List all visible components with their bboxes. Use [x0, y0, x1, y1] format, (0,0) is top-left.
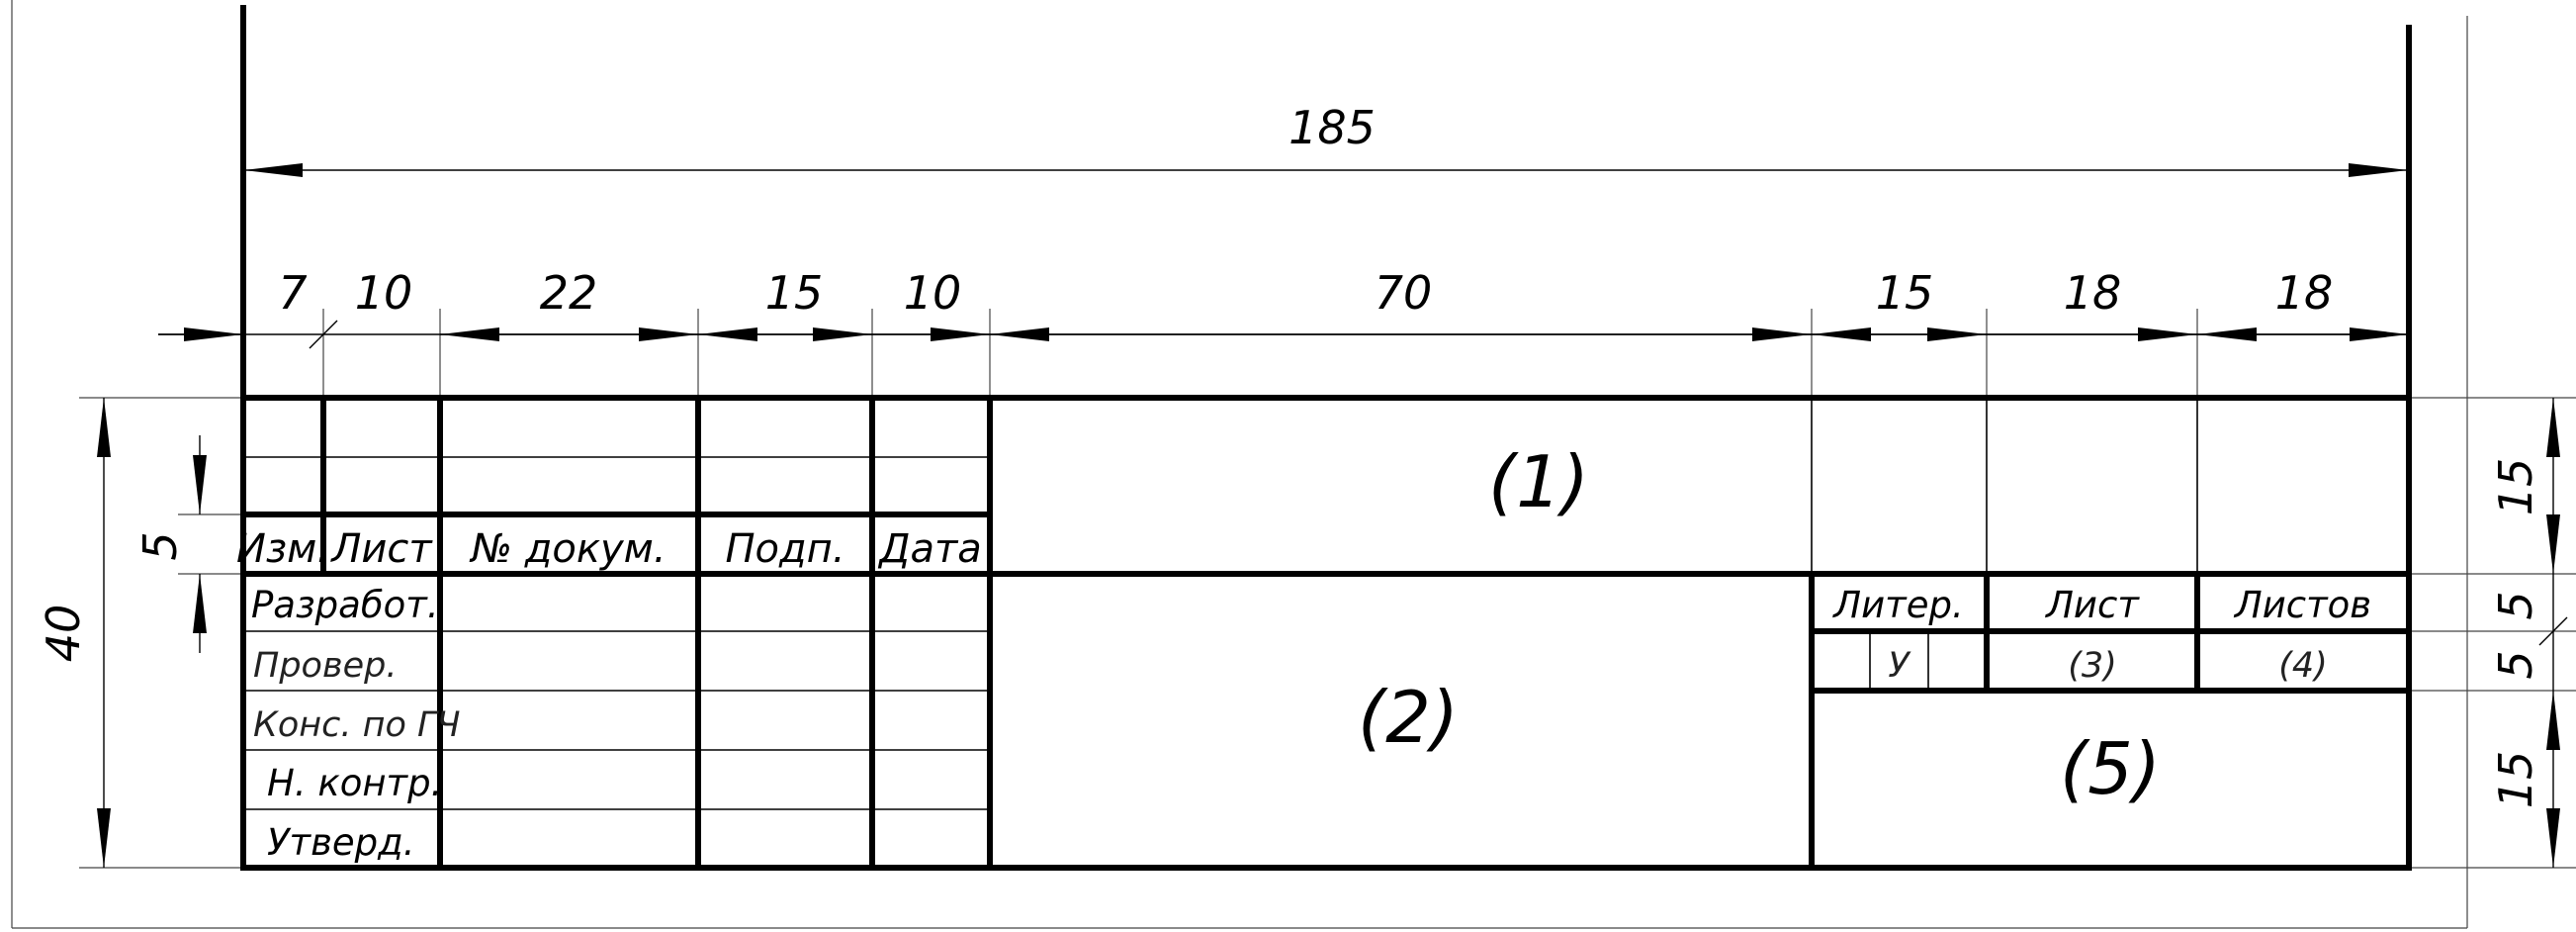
dim-col-4: 15 — [765, 266, 824, 320]
dim-overall-height: 40 — [37, 605, 90, 663]
header-data: Дата — [877, 526, 982, 572]
dimension-labels: 185 7 10 22 15 10 70 15 18 18 40 5 15 5 … — [37, 101, 2542, 808]
dim-col-7: 15 — [1876, 266, 1934, 320]
field-placeholders: (1) (2) (5) — [1358, 440, 2161, 810]
header-row: Изм. Лист № докум. Подп. Дата — [236, 526, 982, 572]
header-podp: Подп. — [725, 526, 844, 572]
title-block-grid — [240, 395, 2412, 871]
dim-col-2: 10 — [355, 266, 413, 320]
label-utverd: Утверд. — [267, 821, 415, 864]
header-list: Лист — [329, 526, 433, 572]
label-listov: Листов — [2233, 584, 2371, 626]
dim-right-4: 15 — [2489, 751, 2542, 809]
dim-right-3: 5 — [2489, 650, 2542, 679]
header-izm: Изм. — [236, 526, 329, 572]
dim-right-2: 5 — [2489, 591, 2542, 619]
value-liter: У — [1888, 646, 1911, 686]
dim-col-1: 7 — [278, 266, 307, 320]
value-list: (3) — [2068, 646, 2117, 686]
header-n-dokum: № докум. — [469, 526, 666, 572]
frame-border — [240, 5, 2412, 871]
value-listov: (4) — [2278, 646, 2328, 686]
label-liter: Литер. — [1831, 584, 1963, 626]
dim-col-6: 70 — [1375, 266, 1433, 320]
dim-col-9: 18 — [2275, 266, 2334, 320]
dim-col-3: 22 — [540, 266, 598, 320]
signature-rows: Разработ. Провер. Конс. по ГЧ Н. контр. … — [251, 584, 461, 864]
field-2-label: (2) — [1358, 676, 1459, 759]
dim-right-1: 15 — [2489, 458, 2542, 516]
field-5-label: (5) — [2060, 727, 2161, 810]
extension-lines — [79, 309, 2576, 869]
dim-header-row-height: 5 — [133, 531, 187, 560]
page-frame — [11, 0, 2468, 929]
label-n-kontr: Н. контр. — [267, 762, 442, 804]
dim-col-8: 18 — [2064, 266, 2122, 320]
label-prover: Провер. — [253, 646, 397, 686]
label-kons: Конс. по ГЧ — [253, 705, 461, 745]
field-1-label: (1) — [1488, 440, 1589, 523]
dim-col-5: 10 — [904, 266, 962, 320]
info-block: Литер. Лист Листов У (3) (4) — [1831, 584, 2371, 686]
dim-overall-width: 185 — [1288, 101, 1376, 154]
label-list: Лист — [2044, 584, 2140, 626]
dimension-lines — [97, 163, 2568, 868]
label-razrab: Разработ. — [251, 584, 439, 626]
